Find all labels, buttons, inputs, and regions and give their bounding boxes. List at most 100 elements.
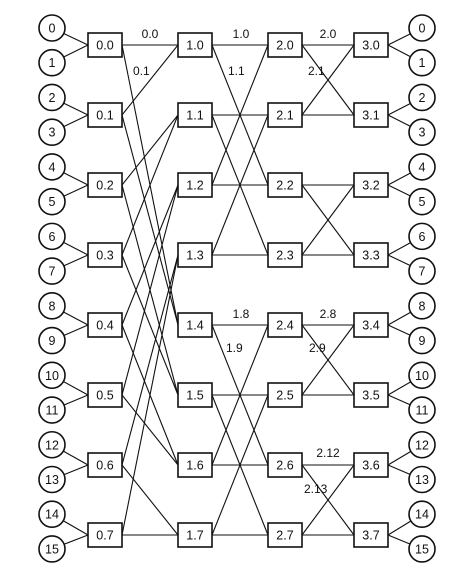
left-port-11: 11 [38, 396, 66, 424]
switch-box [177, 102, 213, 128]
switch-label: 2.7 [276, 529, 293, 543]
left-port-label: 14 [45, 508, 59, 522]
switch-box [87, 382, 123, 408]
switch-node-2-7: 2.7 [267, 522, 303, 548]
switch-box [353, 382, 389, 408]
left-port-circle [38, 430, 66, 459]
switch-box [177, 382, 213, 408]
left-port-circle [38, 535, 66, 563]
right-port-15: 15 [408, 535, 436, 563]
switch-box [87, 522, 123, 548]
switch-box [87, 312, 123, 338]
left-port-10: 10 [38, 361, 66, 390]
switch-node-3-0: 3.0 [353, 32, 389, 58]
wire-2-1-to-3-0 [301, 44, 355, 116]
right-port-label: 1 [419, 56, 426, 70]
right-port-circle [408, 326, 436, 355]
switch-label: 3.6 [362, 459, 379, 473]
right-port-circle [408, 187, 436, 216]
switch-node-3-2: 3.2 [353, 172, 389, 198]
wire-0-4-to-1-2 [121, 184, 179, 326]
switch-node-2-2: 2.2 [267, 172, 303, 198]
switch-label: 2.3 [276, 249, 293, 263]
right-port-circle [408, 257, 436, 285]
right-port-4: 4 [408, 153, 436, 181]
left-port-circle [38, 14, 66, 42]
wire-2-3-to-3-2 [301, 184, 355, 256]
edge-label-0-0: 0.0 [142, 27, 159, 41]
switch-box [353, 172, 389, 198]
edge-label-2-13: 2.13 [304, 482, 328, 496]
right-port-circle [408, 396, 436, 424]
left-port-9: 9 [38, 326, 66, 355]
switch-box [267, 242, 303, 268]
right-port-9: 9 [408, 326, 436, 355]
edge-label-2-0: 2.0 [320, 27, 337, 41]
left-port-8: 8 [38, 292, 66, 320]
switch-node-0-4: 0.4 [87, 312, 123, 338]
switch-box [177, 242, 213, 268]
switch-node-2-4: 2.4 [267, 312, 303, 338]
switch-label: 1.1 [186, 109, 203, 123]
wire-0-3-to-1-1 [121, 114, 179, 256]
left-port-label: 5 [49, 195, 56, 209]
left-port-circle [38, 500, 66, 529]
switch-label: 0.0 [96, 39, 113, 53]
left-port-circle [38, 118, 66, 146]
switch-node-2-6: 2.6 [267, 452, 303, 478]
right-port-circle [408, 430, 436, 459]
switch-label: 3.3 [362, 249, 379, 263]
right-port-label: 12 [415, 438, 429, 452]
switch-box [353, 32, 389, 58]
edge-label-2-8: 2.8 [320, 307, 337, 321]
left-port-circle [38, 396, 66, 424]
switch-label: 1.3 [186, 249, 203, 263]
left-port-13: 13 [38, 465, 66, 494]
wire-0-6-to-1-3 [121, 254, 179, 466]
switch-box [87, 102, 123, 128]
switch-box [87, 452, 123, 478]
switch-box [267, 382, 303, 408]
switch-label: 2.4 [276, 319, 293, 333]
edge-label-1-1: 1.1 [228, 64, 245, 78]
switch-node-2-1: 2.1 [267, 102, 303, 128]
left-port-1: 1 [38, 48, 66, 77]
switch-node-0-2: 0.2 [87, 172, 123, 198]
wire-2-5-to-3-4 [301, 324, 355, 396]
right-port-3: 3 [408, 118, 436, 146]
left-port-circle [38, 465, 66, 494]
right-port-10: 10 [408, 361, 436, 390]
left-port-label: 4 [49, 160, 56, 174]
left-port-2: 2 [38, 83, 66, 112]
switch-box [353, 312, 389, 338]
edge-label-1-0: 1.0 [233, 27, 250, 41]
left-port-circle [38, 153, 66, 181]
switch-label: 0.7 [96, 529, 113, 543]
switch-node-0-1: 0.1 [87, 102, 123, 128]
wire-0-5-to-1-6 [121, 394, 179, 466]
left-port-label: 10 [45, 369, 59, 383]
edge-label-1-8: 1.8 [233, 307, 250, 321]
right-port-label: 2 [419, 91, 426, 105]
switch-box [353, 242, 389, 268]
left-port-circle [38, 326, 66, 355]
right-port-circle [408, 500, 436, 529]
switch-label: 2.0 [276, 39, 293, 53]
switch-label: 1.5 [186, 389, 203, 403]
switch-label: 0.2 [96, 179, 113, 193]
right-port-label: 9 [419, 334, 426, 348]
switch-box [267, 32, 303, 58]
right-port-5: 5 [408, 187, 436, 216]
switch-node-1-5: 1.5 [177, 382, 213, 408]
wire-0-3-to-1-5 [121, 254, 179, 396]
wire-0-1-to-1-0 [121, 44, 179, 116]
right-port-label: 0 [419, 22, 426, 36]
wire-1-3-to-2-1 [211, 114, 269, 256]
switch-label: 3.1 [362, 109, 379, 123]
switch-box [177, 32, 213, 58]
switch-label: 2.6 [276, 459, 293, 473]
edge-label-2-12: 2.12 [316, 446, 340, 460]
edge-label-1-9: 1.9 [226, 341, 243, 355]
wire-1-6-to-2-4 [211, 324, 269, 466]
